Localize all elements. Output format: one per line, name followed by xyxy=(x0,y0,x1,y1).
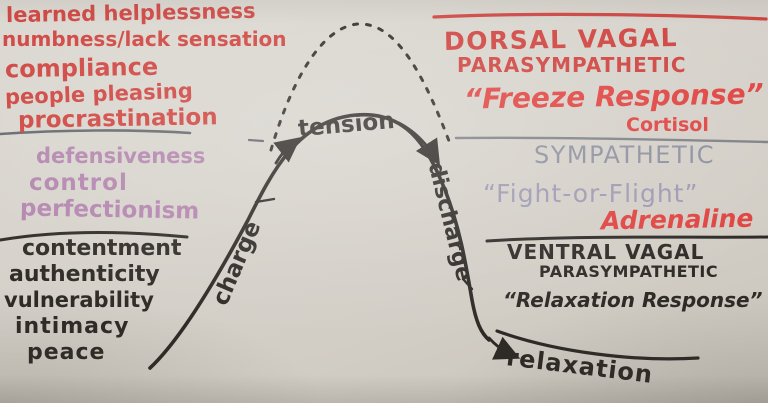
ventral-behavior: intimacy xyxy=(15,314,130,339)
ventral-behavior: contentment xyxy=(22,236,182,261)
dorsal-behavior: compliance xyxy=(4,52,159,84)
charge-tick xyxy=(254,197,276,204)
divider-gray-left-stub xyxy=(247,138,265,143)
dashed-peak-curve xyxy=(269,22,451,152)
dorsal-response-label: “Freeze Response” xyxy=(463,77,764,116)
dorsal-branch-title: PARASYMPATHETIC xyxy=(457,53,687,77)
ventral-behavior: peace xyxy=(27,340,106,365)
discharge-tick xyxy=(461,277,474,291)
divider-gray-right xyxy=(454,136,768,144)
sympathetic-behavior: perfectionism xyxy=(19,195,200,225)
dorsal-behavior: numbness/lack sensation xyxy=(2,27,287,51)
sympathetic-system-title: SYMPATHETIC xyxy=(534,141,715,169)
divider-red-top xyxy=(432,12,768,21)
ventral-branch-title: PARASYMPATHETIC xyxy=(539,262,719,281)
relaxation-arrow-icon xyxy=(487,336,521,360)
sympathetic-hormone-label: Adrenaline xyxy=(600,203,754,236)
dorsal-behavior: procrastination xyxy=(17,104,218,134)
discharge-down-arrow-icon xyxy=(397,121,441,166)
sympathetic-behavior: control xyxy=(29,170,128,196)
divider-black-right xyxy=(485,235,768,243)
divider-black-left xyxy=(0,231,189,242)
dorsal-hormone-label: Cortisol xyxy=(626,114,709,136)
sympathetic-behavior: defensiveness xyxy=(36,144,206,168)
sympathetic-response-label: “Fight-or-Flight” xyxy=(483,179,699,208)
dorsal-behavior: learned helplessness xyxy=(5,0,256,28)
ventral-response-label: “Relaxation Response” xyxy=(503,288,763,312)
bell-curve xyxy=(148,112,491,370)
divider-gray-left xyxy=(0,129,192,136)
dorsal-system-title: DORSAL VAGAL xyxy=(443,22,679,57)
ventral-behavior: authenticity xyxy=(9,262,160,287)
tension-up-arrow-icon xyxy=(273,137,301,165)
ventral-system-title: VENTRAL VAGAL xyxy=(507,240,705,264)
ventral-behavior: vulnerability xyxy=(4,288,154,312)
